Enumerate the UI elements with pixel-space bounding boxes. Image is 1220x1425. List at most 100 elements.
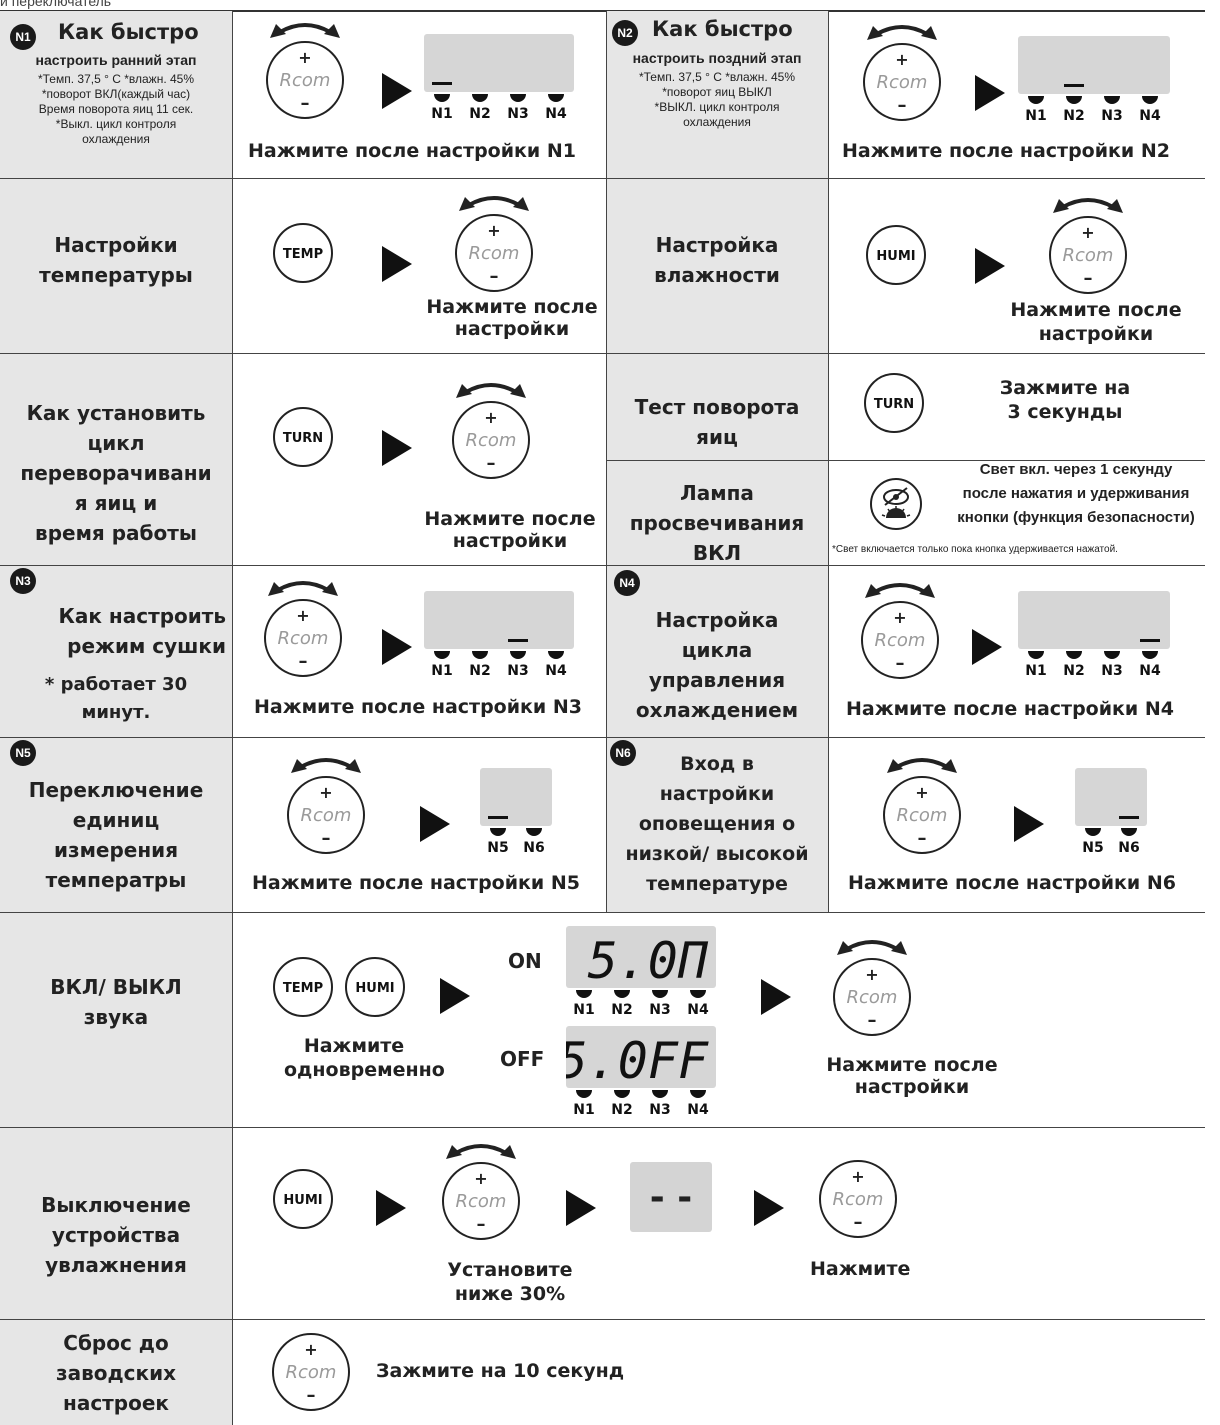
bg xyxy=(0,353,232,565)
text-line: Нажмите после xyxy=(424,508,596,530)
svg-text:–: – xyxy=(918,828,927,849)
rcom-knob-icon[interactable]: +Rcom– xyxy=(260,10,350,129)
grid-line xyxy=(0,737,1205,738)
n1-title: Как быстро xyxy=(58,20,199,44)
temp-button[interactable]: TEMP xyxy=(272,956,334,1022)
bg xyxy=(0,565,232,737)
display-panel xyxy=(480,768,552,830)
note-line: *ВЫКЛ. цикл контроля xyxy=(654,100,780,114)
off-label: OFF xyxy=(500,1047,545,1071)
turn-button[interactable]: TURN xyxy=(863,372,925,438)
arrow-right-icon xyxy=(1014,806,1044,846)
svg-text:TURN: TURN xyxy=(874,397,914,412)
rcom-knob-icon[interactable]: +Rcom– xyxy=(857,12,947,131)
rcom-knob-icon[interactable]: +Rcom– xyxy=(266,1302,356,1421)
turn-button[interactable]: TURN xyxy=(272,406,334,472)
svg-text:N1: N1 xyxy=(431,106,452,122)
temp-button[interactable]: TEMP xyxy=(272,222,334,288)
svg-text:–: – xyxy=(307,1385,316,1406)
grid-line xyxy=(0,1127,1205,1128)
svg-text:N4: N4 xyxy=(545,663,567,679)
humi-button[interactable]: HUMI xyxy=(344,956,406,1022)
label-line: ВКЛ/ ВЫКЛ xyxy=(50,975,182,999)
rcom-knob-icon[interactable]: +Rcom– xyxy=(1043,185,1133,304)
svg-text:+: + xyxy=(895,50,908,69)
rcom-knob-icon[interactable]: +Rcom– xyxy=(827,927,917,1046)
grid-line xyxy=(606,11,607,912)
display-panel xyxy=(1018,36,1170,98)
rcom-knob-icon[interactable]: +Rcom– xyxy=(281,745,371,864)
rcom-knob-icon[interactable]: +Rcom– xyxy=(813,1129,903,1248)
label-line: Тест поворота xyxy=(634,395,800,419)
label-line: настроек xyxy=(63,1391,169,1415)
svg-text:N6: N6 xyxy=(523,840,544,856)
rcom-knob-icon[interactable]: +Rcom– xyxy=(877,745,967,864)
on-label: ON xyxy=(508,949,542,973)
label-line: Переключение xyxy=(28,778,204,802)
svg-text:5.0FF: 5.0FF xyxy=(566,1032,709,1088)
label-line: цикла xyxy=(681,638,753,662)
rcom-knob-icon[interactable]: +Rcom– xyxy=(258,568,348,687)
rcom-knob-icon[interactable]: +Rcom– xyxy=(855,570,945,689)
top-rule xyxy=(0,10,1205,12)
text-line: Свет вкл. через 1 секунду xyxy=(979,461,1173,478)
n1-press-text: Нажмите после настройки N1 xyxy=(248,140,576,162)
arrow-right-icon xyxy=(754,1190,784,1230)
display-panel xyxy=(1018,591,1170,653)
rcom-knob-icon[interactable]: +Rcom– xyxy=(446,370,536,489)
display-panel xyxy=(424,591,574,653)
label-line: яиц xyxy=(696,425,738,449)
candle-lamp-button[interactable] xyxy=(866,474,926,538)
svg-text:N4: N4 xyxy=(1139,108,1161,124)
arrow-right-icon xyxy=(382,73,412,113)
n3-press-text: Нажмите после настройки N3 xyxy=(254,696,582,718)
svg-text:N2: N2 xyxy=(1063,663,1084,679)
text-line: кнопки (функция безопасности) xyxy=(957,509,1195,526)
svg-text:Rcom: Rcom xyxy=(456,1191,507,1212)
rcom-knob-icon[interactable]: +Rcom– xyxy=(436,1131,526,1250)
n2-title: Как быстро xyxy=(652,17,793,41)
svg-text:N1: N1 xyxy=(573,1102,594,1118)
label-line: измерения xyxy=(53,838,179,862)
label-line: Как настроить xyxy=(58,604,226,628)
humi-button[interactable]: HUMI xyxy=(865,224,927,290)
svg-text:–: – xyxy=(1084,268,1093,289)
label-line: Настройка xyxy=(655,233,779,257)
svg-text:–: – xyxy=(322,828,331,849)
bg xyxy=(606,737,828,912)
arrow-right-icon xyxy=(566,1190,596,1230)
svg-text:Rcom: Rcom xyxy=(466,430,517,451)
svg-text:+: + xyxy=(484,408,497,427)
svg-text:5.0П: 5.0П xyxy=(588,932,709,988)
humi-button[interactable]: HUMI xyxy=(272,1168,334,1234)
label-line: Вход в xyxy=(680,753,754,775)
text-line: настройки xyxy=(452,530,568,552)
bg xyxy=(0,1127,232,1319)
text-line: Нажмите xyxy=(303,1035,405,1057)
label-line: Настройка xyxy=(655,608,779,632)
text-line: ниже 30% xyxy=(454,1283,566,1305)
svg-text:N3: N3 xyxy=(649,1102,670,1118)
rcom-knob-icon[interactable]: +Rcom– xyxy=(449,183,539,302)
bg xyxy=(0,737,232,912)
n2-notes: *Темп. 37,5 ° C *влажн. 45% *поворот яиц… xyxy=(612,70,822,130)
label-line: Лампа xyxy=(680,481,754,505)
n5-badge: N5 xyxy=(10,740,36,766)
svg-text:HUMI: HUMI xyxy=(876,249,915,264)
label-line: низкой/ высокой xyxy=(625,843,809,865)
svg-text:N4: N4 xyxy=(1139,663,1161,679)
n2-badge: N2 xyxy=(612,20,638,46)
svg-text:–: – xyxy=(898,95,907,116)
header-partial: и переключатель xyxy=(0,0,112,9)
bg xyxy=(0,1319,232,1425)
